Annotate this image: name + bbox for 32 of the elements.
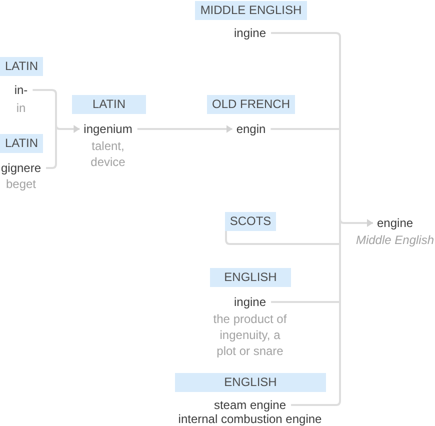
word-text: engin [236,122,266,136]
gloss-text: beget [6,177,36,191]
language-band: ENGLISH [175,373,326,392]
connector-line [225,231,339,245]
arrow [51,89,81,169]
word-text: in- [14,83,28,97]
arrow [137,125,232,133]
gloss-text: talent, device [90,139,126,170]
language-band: MIDDLE ENGLISH [195,1,307,20]
language-band: LATIN [0,57,43,76]
language-band: ENGLISH [210,268,291,287]
connector-line [271,301,339,303]
word-text: gignere [0,161,42,175]
connector-line [46,167,52,169]
gloss-text: the product of ingenuity, a plot or snare [212,310,288,358]
language-note: Middle English [356,233,434,247]
word-text: steam engine [214,398,286,412]
connector-line [270,128,339,130]
word-text: ingenium [84,122,132,136]
word-text: internal combustion engine [178,412,322,426]
connector-line [32,89,52,91]
connector-line [271,32,336,34]
word-text: ingine [234,295,266,309]
language-band: SCOTS [225,212,276,231]
language-band: LATIN [72,95,146,114]
arrow [335,32,374,406]
connector-line [291,404,336,406]
gloss-text: in [16,101,26,115]
word-text: engine [377,216,414,230]
word-text: ingine [234,26,266,40]
language-band: OLD FRENCH [207,95,295,114]
language-band: LATIN [0,134,43,153]
